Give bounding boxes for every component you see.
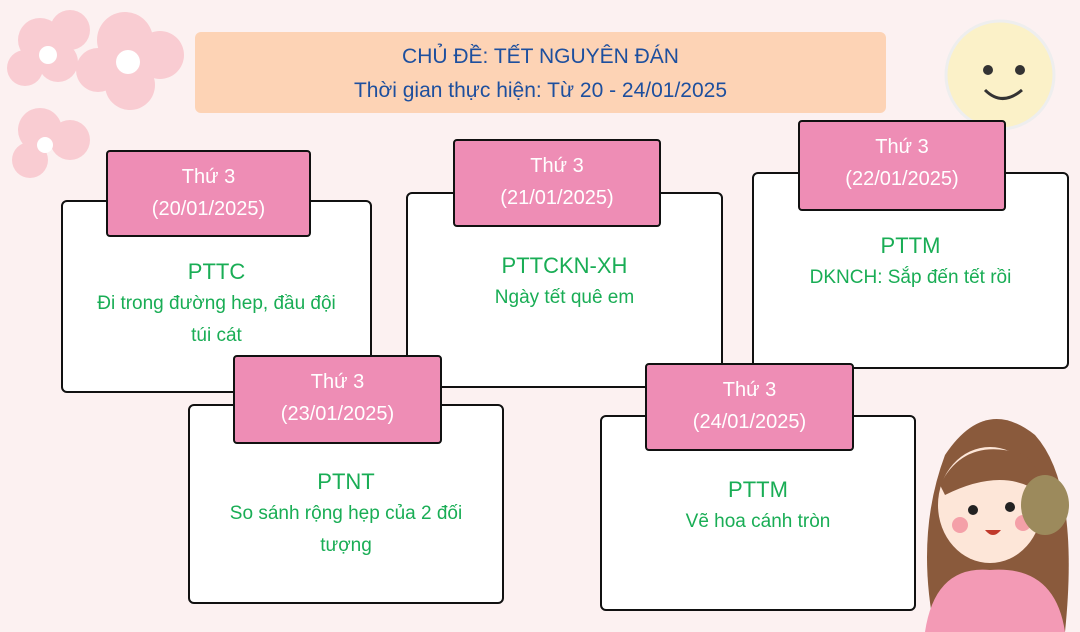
card-activity-line: túi cát <box>191 325 242 346</box>
tab-day: Thứ 3 <box>875 136 929 158</box>
tab-day: Thứ 3 <box>722 379 777 401</box>
tab-date: (22/01/2025) <box>845 168 959 190</box>
schedule-period: Thời gian thực hiện: Từ 20 - 24/01/2025 <box>353 79 728 102</box>
sun-face-decoration <box>944 19 1056 131</box>
day-tab-2: Thứ 3 (21/01/2025) <box>453 139 661 227</box>
card-subject: PTTCKN-XH <box>501 253 628 278</box>
tab-date: (23/01/2025) <box>280 403 395 425</box>
card-activity-line: Đi trong đường hep, đầu đội <box>97 293 336 314</box>
day-tab-4: Thứ 3 (23/01/2025) <box>233 355 442 444</box>
card-activity-line: tượng <box>320 535 372 556</box>
day-tab-5: Thứ 3 (24/01/2025) <box>645 363 854 451</box>
tab-day: Thứ 3 <box>181 166 236 188</box>
tab-date: (24/01/2025) <box>692 411 807 433</box>
tab-date: (21/01/2025) <box>500 187 614 209</box>
flowers-decoration <box>7 10 184 178</box>
topic-title: CHỦ ĐỀ: TẾT NGUYÊN ĐÁN <box>402 45 679 68</box>
tab-date: (20/01/2025) <box>151 198 266 220</box>
topic-header: CHỦ ĐỀ: TẾT NGUYÊN ĐÁN Thời gian thực hi… <box>195 32 886 113</box>
card-subject: PTTM <box>880 233 941 258</box>
day-tab-1: Thứ 3 (20/01/2025) <box>106 150 311 237</box>
girl-illustration <box>925 419 1069 632</box>
tab-day: Thứ 3 <box>530 155 584 177</box>
card-subject: PTNT <box>317 469 375 494</box>
card-activity-line: Ngày tết quê em <box>494 287 635 308</box>
card-subject: PTTM <box>728 477 788 502</box>
card-subject: PTTC <box>187 259 246 284</box>
tab-day: Thứ 3 <box>310 371 365 393</box>
card-activity-line: So sánh rộng hẹp của 2 đối <box>229 503 463 524</box>
card-activity-line: Vẽ hoa cánh tròn <box>685 511 831 532</box>
card-activity-line: DKNCH: Sắp đến tết rồi <box>809 267 1012 288</box>
day-tab-3: Thứ 3 (22/01/2025) <box>798 120 1006 211</box>
